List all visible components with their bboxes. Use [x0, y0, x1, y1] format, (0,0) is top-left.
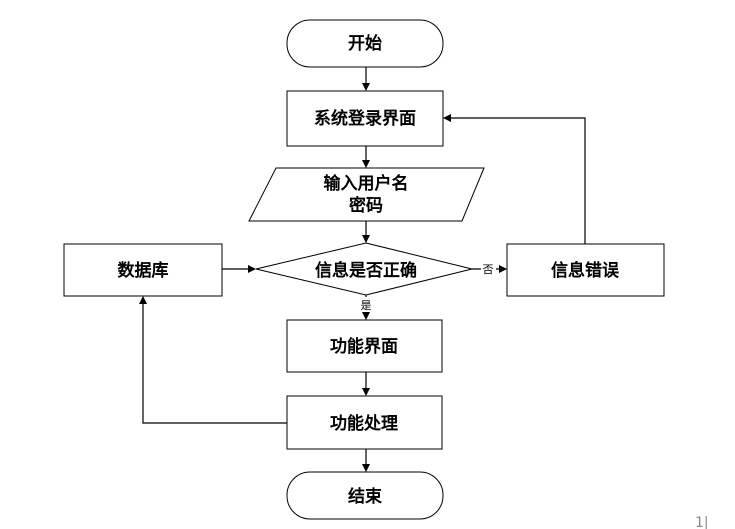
function-ui-label: 功能界面 — [330, 336, 398, 357]
function-process-label: 功能处理 — [330, 413, 398, 434]
login-screen-label: 系统登录界面 — [314, 108, 416, 129]
arrow-error-to-login — [443, 114, 586, 244]
database-label: 数据库 — [118, 260, 169, 281]
input-credentials-label-line2: 密码 — [349, 195, 383, 216]
error-node: 信息错误 — [506, 243, 665, 297]
start-node: 开始 — [286, 19, 444, 68]
end-label: 结束 — [348, 486, 382, 507]
input-credentials-label-line1: 输入用户名 — [324, 173, 409, 194]
edge-label-yes: 是 — [361, 299, 372, 312]
database-node: 数据库 — [63, 243, 223, 297]
arrow-process-to-database — [139, 296, 287, 424]
edge-label-no: 否 — [483, 263, 494, 276]
function-process-node: 功能处理 — [286, 395, 443, 450]
end-node: 结束 — [286, 471, 444, 520]
input-credentials-node: 输入用户名 密码 — [248, 167, 485, 222]
corner-mark: 1| — [695, 515, 709, 529]
error-label: 信息错误 — [551, 260, 620, 281]
function-ui-node: 功能界面 — [286, 319, 443, 373]
login-screen-node: 系统登录界面 — [286, 90, 444, 147]
check-info-decision: 信息是否正确 — [255, 242, 473, 296]
start-label: 开始 — [348, 33, 382, 54]
check-info-label: 信息是否正确 — [315, 260, 417, 281]
